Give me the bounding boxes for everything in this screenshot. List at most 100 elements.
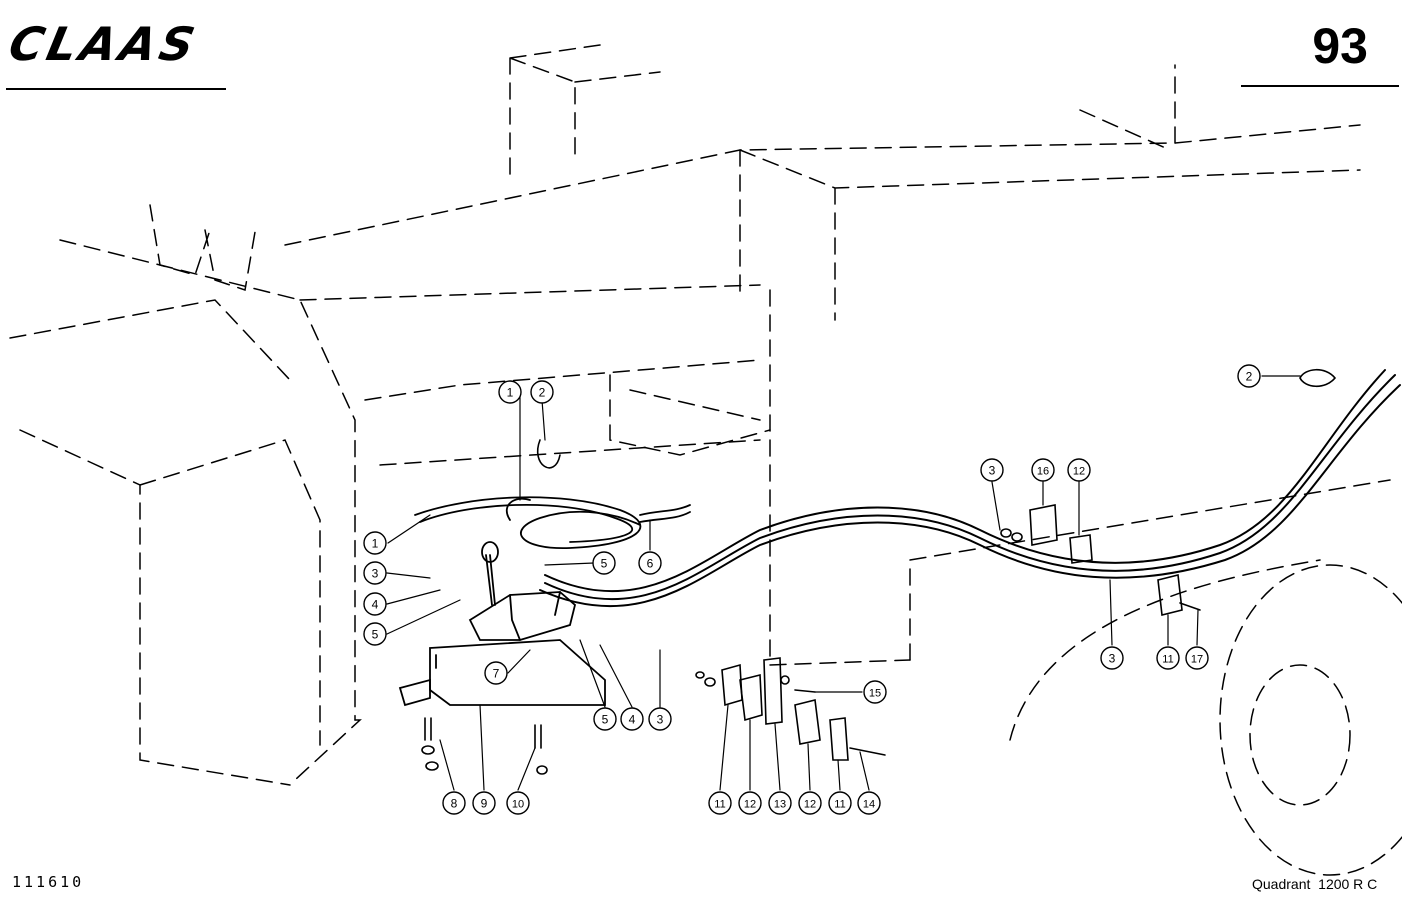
callout-circle [863,680,887,704]
callout-circle [530,380,554,404]
callout-circle [1237,364,1261,388]
drawing-number: 111610 [12,873,85,891]
callout-c3d: 3 [1100,646,1124,670]
callout-label: 6 [647,557,654,571]
callout-label: 11 [834,799,845,811]
callout-c11c: 11 [1156,646,1180,670]
callout-c15: 15 [863,680,887,704]
callout-circle [363,561,387,585]
callout-label: 7 [493,667,500,681]
callout-label: 2 [1246,370,1253,384]
callout-c11b: 11 [828,791,852,815]
callout-label: 17 [1191,654,1203,666]
control-valve [468,541,577,641]
callout-c7: 7 [484,661,508,685]
callout-c3c: 3 [980,458,1004,482]
callout-c5c: 5 [593,707,617,731]
callout-circle [363,592,387,616]
callout-label: 8 [451,797,458,811]
callout-circle [442,791,466,815]
callout-c12c: 12 [1067,458,1091,482]
hose-clamps [695,657,886,761]
machine-phantom-outline [9,44,1402,876]
callout-c5b: 5 [592,551,616,575]
callout-c10: 10 [506,791,530,815]
callout-c3b: 3 [648,707,672,731]
callout-circle [498,380,522,404]
callout-circle [484,661,508,685]
callout-circle [1100,646,1124,670]
callout-c17: 17 [1185,646,1209,670]
callout-label: 3 [989,464,996,478]
brand-underline [6,88,226,90]
callout-label: 13 [774,799,786,811]
callout-c3a: 3 [363,561,387,585]
callout-circle [708,791,732,815]
callout-circle [980,458,1004,482]
callout-c2a: 2 [530,380,554,404]
callout-c8: 8 [442,791,466,815]
callout-label: 2 [539,386,546,400]
callout-c13: 13 [768,791,792,815]
callout-label: 11 [1162,654,1173,666]
mounting-bracket [398,639,606,707]
callout-label: 9 [481,797,488,811]
callout-c5a: 5 [363,622,387,646]
callout-label: 12 [804,799,816,811]
page-number-underline [1241,85,1399,87]
callout-circle [638,551,662,575]
callout-circle [620,707,644,731]
callout-label: 3 [372,567,379,581]
callout-c14: 14 [857,791,881,815]
callout-label: 4 [372,598,379,612]
callout-label: 12 [744,799,756,811]
callout-circle [648,707,672,731]
callout-label: 14 [863,799,875,811]
callout-label: 5 [601,557,608,571]
model-designation: Quadrant 1200 R C [1252,876,1378,892]
callout-c1a: 1 [498,380,522,404]
callout-circle [592,551,616,575]
callout-circle [1067,458,1091,482]
callout-label: 16 [1037,466,1049,478]
callout-c1b: 1 [363,531,387,555]
callout-circle [363,622,387,646]
callout-circle [1031,458,1055,482]
callout-c12a: 12 [738,791,762,815]
callout-label: 5 [372,628,379,642]
callout-circle [828,791,852,815]
callout-circle [363,531,387,555]
callout-label: 4 [629,713,636,727]
leader-lines [386,375,1301,791]
callout-c16: 16 [1031,458,1055,482]
callout-label: 10 [512,799,524,811]
callout-label: 1 [372,537,379,551]
callout-label: 15 [869,688,881,700]
callout-c9: 9 [472,791,496,815]
bolts-and-nuts [421,717,548,775]
callout-label: 3 [657,713,664,727]
callout-label: 1 [507,386,514,400]
callout-c12b: 12 [798,791,822,815]
callout-circle [768,791,792,815]
page-number: 93 [1312,18,1368,74]
callout-c2b: 2 [1237,364,1261,388]
callout-c4b: 4 [620,707,644,731]
callout-label: 11 [714,799,725,811]
callout-label: 5 [602,713,609,727]
callout-circle [798,791,822,815]
callout-circle [738,791,762,815]
callout-label: 12 [1073,466,1085,478]
callout-circle [506,791,530,815]
hydraulic-hose [539,369,1401,608]
callout-c11a: 11 [708,791,732,815]
callout-label: 3 [1109,652,1116,666]
callout-circle [472,791,496,815]
right-hose-clamps [536,368,1337,616]
callout-circle [1185,646,1209,670]
callout-circle [593,707,617,731]
hose-coil [414,496,691,549]
